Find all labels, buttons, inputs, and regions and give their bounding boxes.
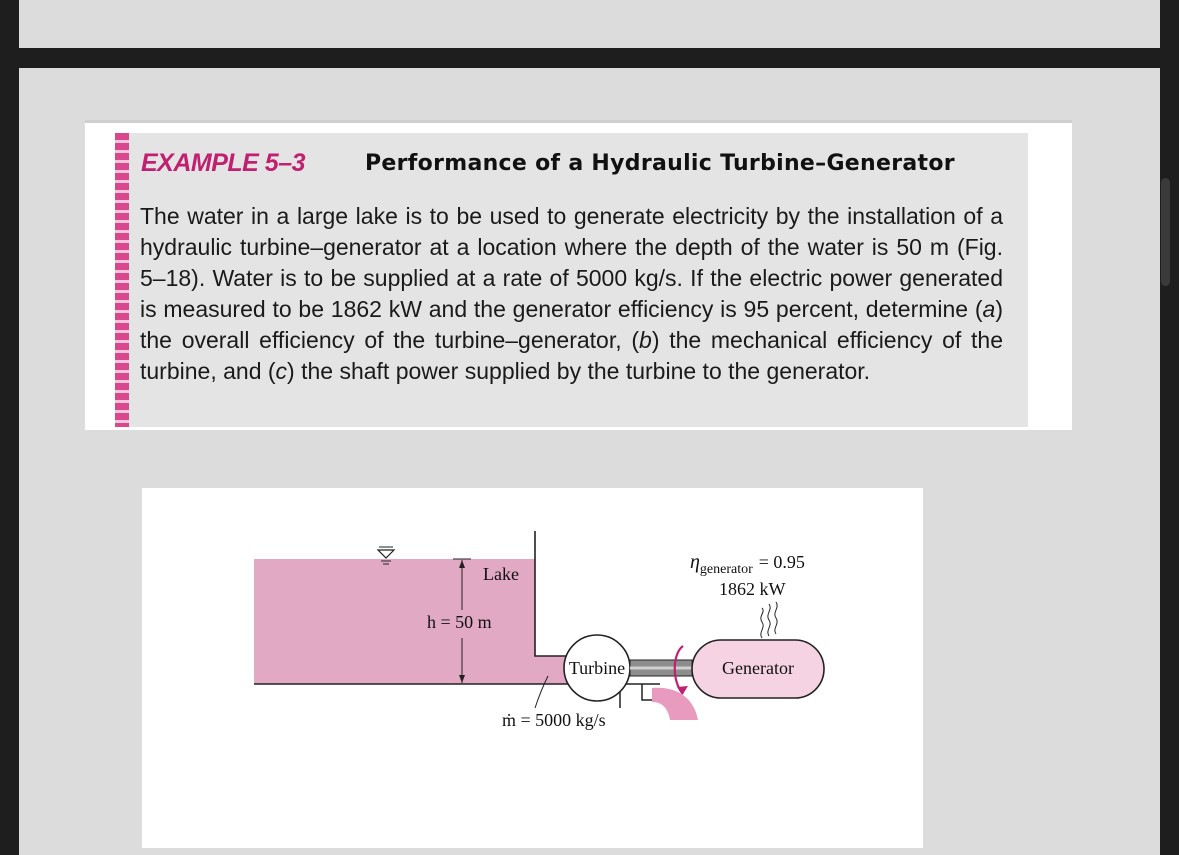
height-label: h = 50 m bbox=[427, 612, 492, 632]
eta-label: ηgenerator = 0.95 bbox=[690, 551, 805, 577]
eta-symbol: η bbox=[690, 551, 700, 573]
water-discharge bbox=[652, 687, 698, 720]
example-title: Performance of a Hydraulic Turbine–Gener… bbox=[365, 151, 955, 176]
example-body-part-b: b bbox=[639, 327, 652, 353]
dam-wall bbox=[534, 531, 567, 657]
figure-5-18: Lake h = 50 m Turbine Generator bbox=[142, 488, 923, 848]
example-body-text-4: ) the shaft power supplied by the turbin… bbox=[287, 358, 871, 384]
shaft bbox=[629, 659, 693, 677]
eta-value: = 0.95 bbox=[759, 552, 805, 572]
rotation-arrow-icon bbox=[673, 645, 688, 695]
example-body-text-1: The water in a large lake is to be used … bbox=[140, 203, 1003, 322]
electricity-output-icon bbox=[760, 601, 778, 639]
generator-body bbox=[691, 639, 825, 699]
eta-subscript: generator bbox=[700, 562, 753, 577]
dashed-margin-bar bbox=[115, 133, 129, 427]
water-level-symbol bbox=[376, 546, 396, 565]
turbine-label: Turbine bbox=[569, 658, 625, 678]
vertical-scrollbar[interactable] bbox=[1161, 178, 1170, 286]
power-label: 1862 kW bbox=[719, 579, 786, 599]
height-dimension bbox=[453, 558, 471, 683]
example-body: The water in a large lake is to be used … bbox=[140, 201, 1003, 387]
turbine-generator-diagram: Lake h = 50 m Turbine Generator bbox=[254, 531, 825, 730]
flow-pointer-line bbox=[534, 675, 549, 709]
mass-flow-label: ṁ = 5000 kg/s bbox=[502, 710, 606, 730]
example-body-text-2: ) the overall efficiency of the turbine–… bbox=[140, 296, 1003, 353]
example-body-part-a: a bbox=[982, 296, 996, 322]
example-box: EXAMPLE 5–3 Performance of a Hydraulic T… bbox=[85, 120, 1072, 430]
lake-label: Lake bbox=[483, 564, 519, 584]
example-body-text-3: ) the mechanical efficiency of the turbi… bbox=[140, 327, 1003, 384]
generator-label: Generator bbox=[722, 658, 794, 678]
example-number: EXAMPLE 5–3 bbox=[141, 149, 306, 177]
example-body-part-c: c bbox=[275, 358, 288, 384]
example-inner: EXAMPLE 5–3 Performance of a Hydraulic T… bbox=[115, 133, 1028, 427]
previous-page-card bbox=[19, 0, 1160, 48]
lake-water bbox=[254, 559, 567, 684]
